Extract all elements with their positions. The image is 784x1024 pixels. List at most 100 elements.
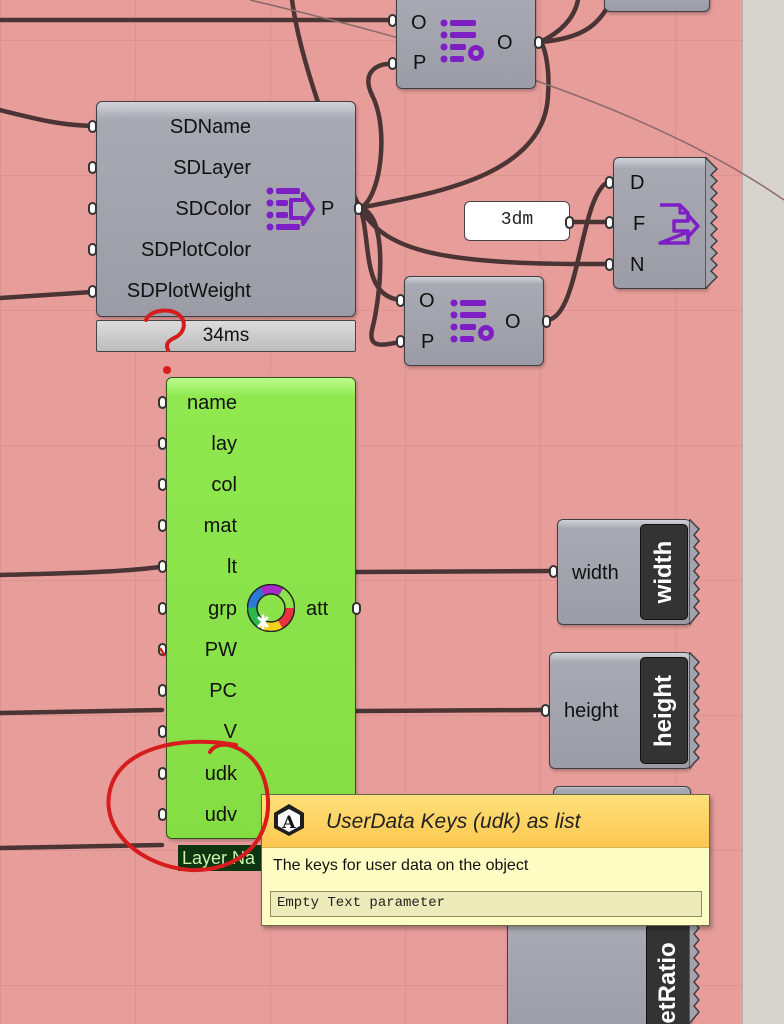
canvas-right-scroll-strip[interactable] — [742, 0, 784, 1024]
wire — [0, 289, 95, 301]
input-grip[interactable] — [605, 258, 614, 271]
input-grip[interactable] — [605, 216, 614, 229]
component-zigzag-edge — [689, 918, 701, 1024]
input-label-mat: mat — [203, 515, 237, 537]
component-zigzag-edge — [689, 519, 701, 625]
wire — [0, 564, 163, 578]
input-grip[interactable] — [605, 176, 614, 189]
input-grip[interactable] — [549, 565, 558, 578]
input-grip[interactable] — [158, 725, 167, 738]
color-wheel-icon — [247, 584, 295, 632]
param-name-tag-width: width — [640, 524, 688, 620]
component-zigzag-edge — [689, 652, 701, 769]
input-label-f: F — [633, 213, 646, 235]
output-grip[interactable] — [534, 36, 543, 49]
sd-attributes-component[interactable]: SDName SDLayer SDColor SDPlotColor SDPlo… — [96, 101, 356, 317]
input-grip[interactable] — [88, 243, 97, 256]
tooltip-title: UserData Keys (udk) as list — [326, 810, 581, 833]
param-input-label-width: width — [572, 562, 619, 584]
output-grip[interactable] — [542, 315, 551, 328]
input-grip[interactable] — [158, 684, 167, 697]
input-label-v: V — [223, 721, 237, 743]
input-grip[interactable] — [158, 767, 167, 780]
input-label-udv: udv — [204, 804, 237, 826]
wire — [357, 61, 399, 211]
text-panel[interactable]: 3dm — [464, 201, 570, 241]
input-label-p: P — [413, 52, 427, 74]
wire — [357, 205, 407, 347]
wire — [353, 707, 547, 714]
input-label-col: col — [211, 474, 237, 496]
tooltip-description: The keys for user data on the object — [273, 857, 529, 874]
input-label-sdlayer: SDLayer — [173, 157, 251, 179]
input-label-udk: udk — [204, 763, 237, 785]
parameter-tooltip: A UserData Keys (udk) as list The keys f… — [261, 794, 710, 926]
tooltip-header: A UserData Keys (udk) as list — [262, 795, 709, 848]
width-parameter[interactable]: width width — [557, 519, 691, 625]
input-grip[interactable] — [158, 808, 167, 821]
list-gear-icon — [450, 299, 494, 343]
file-export-component[interactable]: D F N — [613, 157, 707, 289]
input-label-p: P — [421, 331, 435, 353]
wire — [353, 568, 555, 575]
input-grip[interactable] — [158, 478, 167, 491]
text-type-a-icon: A — [274, 804, 304, 836]
input-grip[interactable] — [88, 285, 97, 298]
input-grip[interactable] — [158, 602, 167, 615]
output-label-att: att — [306, 598, 329, 620]
wire — [357, 39, 551, 211]
list-settings-component-top[interactable]: O P O — [396, 0, 536, 89]
wire — [545, 179, 611, 323]
list-settings-component-mid[interactable]: O P O — [404, 276, 544, 366]
wire — [357, 205, 407, 303]
height-parameter[interactable]: height height — [549, 652, 691, 769]
wire — [537, 0, 581, 45]
layer-attributes-component[interactable]: name lay col mat lt grp PW PC V udk udv … — [166, 377, 356, 839]
input-label-o: O — [411, 12, 427, 34]
param-input-label-height: height — [564, 700, 619, 722]
input-label-o: O — [419, 290, 435, 312]
wire — [0, 707, 165, 716]
list-arrow-icon — [266, 187, 315, 231]
input-label-sdplotweight: SDPlotWeight — [126, 280, 251, 302]
output-grip[interactable] — [352, 602, 361, 615]
input-label-n: N — [630, 254, 645, 276]
input-label-lay: lay — [211, 433, 237, 455]
input-label-name: name — [186, 392, 237, 414]
input-label-d: D — [630, 172, 645, 194]
component-zigzag-edge — [705, 157, 719, 289]
input-grip[interactable] — [158, 560, 167, 573]
input-grip[interactable] — [158, 396, 167, 409]
input-label-pc: PC — [209, 680, 237, 702]
input-grip[interactable] — [88, 161, 97, 174]
output-label-o: O — [497, 32, 513, 54]
input-grip[interactable] — [388, 57, 397, 70]
panel-output-grip[interactable] — [565, 216, 574, 229]
input-grip[interactable] — [88, 202, 97, 215]
input-grip[interactable] — [158, 643, 167, 656]
output-grip[interactable] — [354, 202, 363, 215]
input-label-sdplotcolor: SDPlotColor — [140, 239, 251, 261]
input-grip[interactable] — [541, 704, 550, 717]
param-name-tag-height: height — [640, 657, 688, 764]
profiler-timer: 34ms — [96, 320, 356, 352]
input-label-pw: PW — [204, 639, 237, 661]
file-export-icon — [658, 203, 700, 245]
input-grip[interactable] — [388, 14, 397, 27]
input-grip[interactable] — [158, 437, 167, 450]
bottom-parameter[interactable]: etRatio — [507, 918, 691, 1024]
input-grip[interactable] — [158, 519, 167, 532]
top-right-partial-component[interactable] — [604, 0, 710, 12]
wire — [289, 0, 613, 267]
wire — [0, 107, 95, 129]
output-label-o: O — [505, 311, 521, 333]
input-label-sdname: SDName — [169, 116, 251, 138]
input-label-lt: lt — [227, 556, 237, 578]
tooltip-type-field: Empty Text parameter — [270, 891, 702, 917]
input-grip[interactable] — [396, 294, 405, 307]
input-grip[interactable] — [88, 120, 97, 133]
param-name-tag-bottom: etRatio — [646, 923, 690, 1024]
input-grip[interactable] — [396, 335, 405, 348]
